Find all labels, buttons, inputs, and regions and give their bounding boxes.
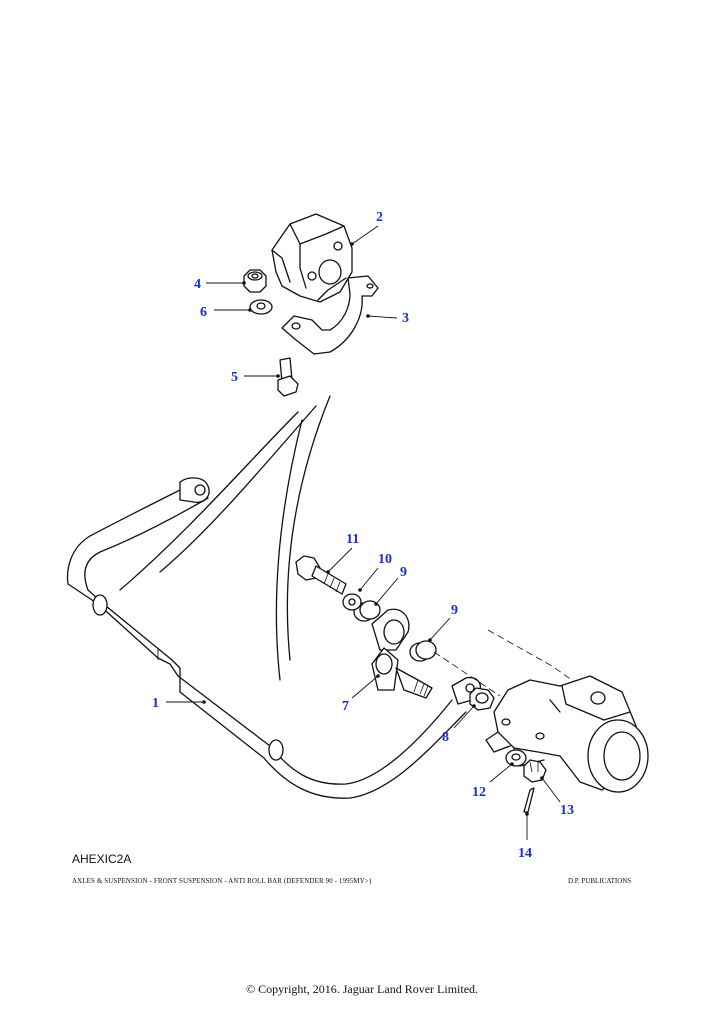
- chassis-outline-left-inner: [159, 405, 317, 573]
- chassis-outline-left: [119, 411, 299, 591]
- callout-7: 7: [342, 699, 349, 714]
- chassis-outline-right-inner: [275, 419, 303, 681]
- callout-12: 12: [472, 785, 486, 800]
- callout-2: 2: [376, 210, 383, 225]
- bolt-part-5: [277, 357, 299, 397]
- bush-housing-part: [271, 213, 353, 303]
- callout-13: 13: [560, 803, 574, 818]
- callout-14: 14: [518, 846, 532, 861]
- callout-9-upper: 9: [400, 565, 407, 580]
- callout-11: 11: [346, 532, 359, 547]
- clamp-strap-part: [281, 275, 379, 355]
- copyright-notice: © Copyright, 2016. Jaguar Land Rover Lim…: [245, 982, 479, 996]
- callout-8: 8: [442, 730, 449, 745]
- bolt-part-11: [295, 555, 347, 595]
- callout-1: 1: [152, 696, 159, 711]
- split-pin-part-14: [523, 787, 535, 813]
- washer-part-10: [342, 593, 362, 611]
- diagram-code: AHEXIC2A: [72, 852, 132, 866]
- drop-link-part: [371, 608, 433, 699]
- washer-part-6: [249, 299, 273, 315]
- washer-part-12: [505, 749, 527, 767]
- callout-4: 4: [194, 277, 201, 292]
- callout-5: 5: [231, 370, 238, 385]
- anti-roll-bar-part: [66, 477, 482, 799]
- bush-part-9b: [409, 640, 437, 662]
- callout-3: 3: [402, 311, 409, 326]
- nut-part-8: [469, 687, 495, 711]
- diagram-caption: AXLES & SUSPENSION - FRONT SUSPENSION - …: [72, 877, 372, 885]
- nut-part-4: [243, 269, 267, 293]
- callout-6: 6: [200, 305, 207, 320]
- callout-9-lower: 9: [451, 603, 458, 618]
- castle-nut-part-13: [523, 759, 547, 783]
- publisher-label: D.P. PUBLICATIONS: [568, 877, 632, 885]
- chassis-outline-right: [286, 395, 331, 661]
- leader-lines: [157, 225, 561, 840]
- callout-10: 10: [378, 552, 392, 567]
